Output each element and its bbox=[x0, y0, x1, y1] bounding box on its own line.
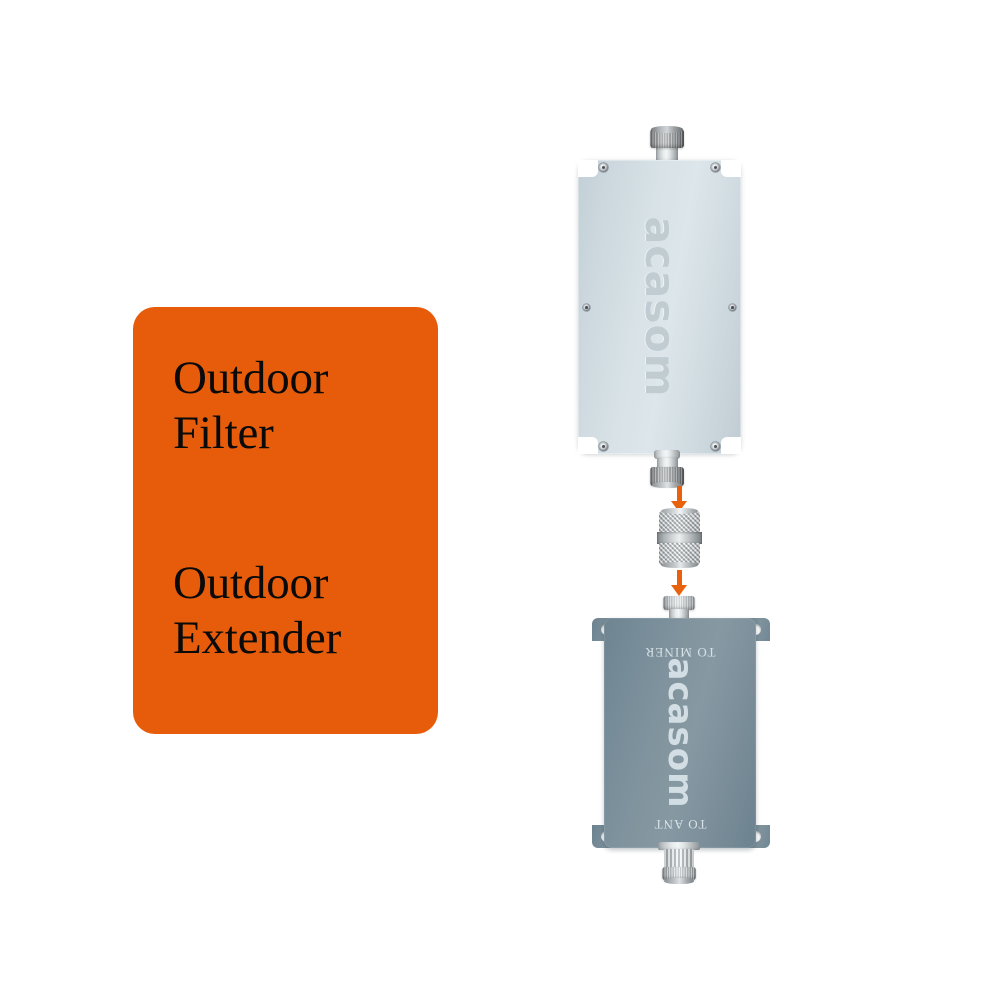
filter-top-connector-cap bbox=[651, 126, 683, 133]
barrel-adapter-top-rim bbox=[661, 508, 698, 514]
flow-arrow-head bbox=[671, 501, 687, 512]
filter-screw-top-right bbox=[711, 163, 720, 172]
filter-corner-notch-top-left bbox=[578, 160, 598, 177]
callout-line-3: Outdoor bbox=[173, 557, 329, 610]
barrel-adapter-upper-knurl bbox=[659, 511, 700, 533]
extender-bottom-connector-nut bbox=[662, 867, 696, 880]
extender-body: TO MINER acasom TO ANT bbox=[604, 618, 756, 848]
filter-body: acasom bbox=[578, 160, 741, 454]
filter-corner-notch-bottom-right bbox=[721, 437, 741, 454]
barrel-adapter-lower-knurl bbox=[659, 543, 700, 565]
outdoor-extender-device: TO MINER acasom TO ANT bbox=[586, 596, 776, 896]
filter-top-connector-nut bbox=[650, 129, 684, 148]
filter-screw-bottom-left bbox=[599, 442, 608, 451]
filter-corner-notch-top-right bbox=[721, 160, 741, 177]
barrel-adapter-center-band bbox=[657, 532, 702, 544]
flow-arrow-shaft bbox=[676, 570, 682, 586]
filter-screw-bottom-right bbox=[711, 442, 720, 451]
outdoor-filter-device: acasom bbox=[560, 118, 760, 498]
filter-screw-top-left bbox=[599, 163, 608, 172]
filter-corner-notch-bottom-left bbox=[578, 437, 598, 454]
flow-arrow-down-bottom bbox=[668, 570, 690, 596]
product-callout-card: Outdoor Filter Outdoor Extender bbox=[133, 307, 438, 734]
callout-text-block-extender: Outdoor Extender bbox=[173, 556, 438, 665]
filter-bottom-connector-tip bbox=[652, 482, 682, 488]
extender-port-label-to-ant: TO ANT bbox=[653, 817, 707, 832]
filter-top-connector-base bbox=[656, 144, 678, 164]
filter-brand-logo: acasom bbox=[635, 216, 684, 398]
filter-screw-right-middle bbox=[729, 304, 736, 311]
callout-text-block-filter: Outdoor Filter bbox=[173, 351, 438, 460]
extender-bottom-connector-tip bbox=[664, 878, 694, 884]
extender-brand-logo: acasom bbox=[660, 657, 700, 809]
flow-arrow-shaft bbox=[676, 486, 682, 502]
flow-arrow-head bbox=[671, 585, 687, 596]
callout-line-2: Filter bbox=[173, 406, 274, 459]
barrel-adapter-bottom-rim bbox=[661, 562, 698, 568]
extender-bottom-connector-body bbox=[664, 849, 694, 868]
flow-arrow-down-top bbox=[668, 486, 690, 512]
callout-line-1: Outdoor bbox=[173, 352, 329, 404]
extender-top-connector-nut bbox=[663, 596, 695, 610]
filter-bottom-connector-flange bbox=[654, 450, 680, 459]
filter-bottom-connector-nut bbox=[650, 467, 684, 486]
extender-bottom-connector-flange bbox=[658, 842, 700, 850]
filter-screw-left-middle bbox=[583, 304, 590, 311]
filter-bottom-connector-base bbox=[657, 458, 678, 469]
callout-line-4: Extender bbox=[173, 611, 342, 664]
